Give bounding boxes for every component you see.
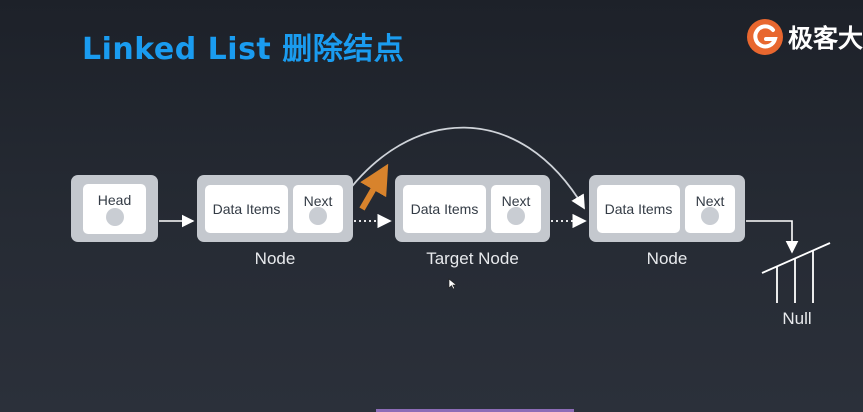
- geek-logo-icon: [747, 19, 783, 55]
- slide-title: Linked List 删除结点: [82, 32, 405, 67]
- target-node-pointer-dot: [507, 207, 525, 225]
- head-pointer-dot: [105, 208, 124, 226]
- brand-logo: 极客大: [746, 18, 863, 56]
- node-1-caption: Node: [254, 249, 296, 268]
- node3-next-arrow: [746, 220, 799, 254]
- bottom-accent-bar: [376, 409, 574, 412]
- node-1: Data Items Next: [197, 175, 353, 242]
- null-ground-symbol: [761, 242, 831, 303]
- node-3-data-cell: Data Items: [597, 185, 680, 233]
- node-3-next-cell: Next: [685, 185, 735, 233]
- target-node: Data Items Next: [395, 175, 550, 242]
- node-3-caption: Node: [646, 249, 688, 268]
- head-node: Head: [71, 175, 158, 242]
- target-node-next-label: Next: [501, 193, 531, 209]
- node-3-next-label: Next: [695, 193, 725, 209]
- node-1-next-cell: Next: [293, 185, 343, 233]
- head-cell: Head: [83, 184, 146, 234]
- node-1-next-label: Next: [303, 193, 333, 209]
- null-label: Null: [782, 309, 812, 328]
- head-label: Head: [97, 192, 132, 208]
- brand-name: 极客大: [788, 24, 863, 53]
- node-1-data-cell: Data Items: [205, 185, 288, 233]
- mouse-cursor-icon: [448, 278, 458, 290]
- node-1-pointer-dot: [309, 207, 327, 225]
- target-node-caption: Target Node: [426, 249, 519, 268]
- target-node-data-cell: Data Items: [403, 185, 486, 233]
- pointer-move-highlight-arrow: [359, 163, 389, 211]
- node-3-pointer-dot: [701, 207, 719, 225]
- node-3: Data Items Next: [589, 175, 745, 242]
- target-node-next-cell: Next: [491, 185, 541, 233]
